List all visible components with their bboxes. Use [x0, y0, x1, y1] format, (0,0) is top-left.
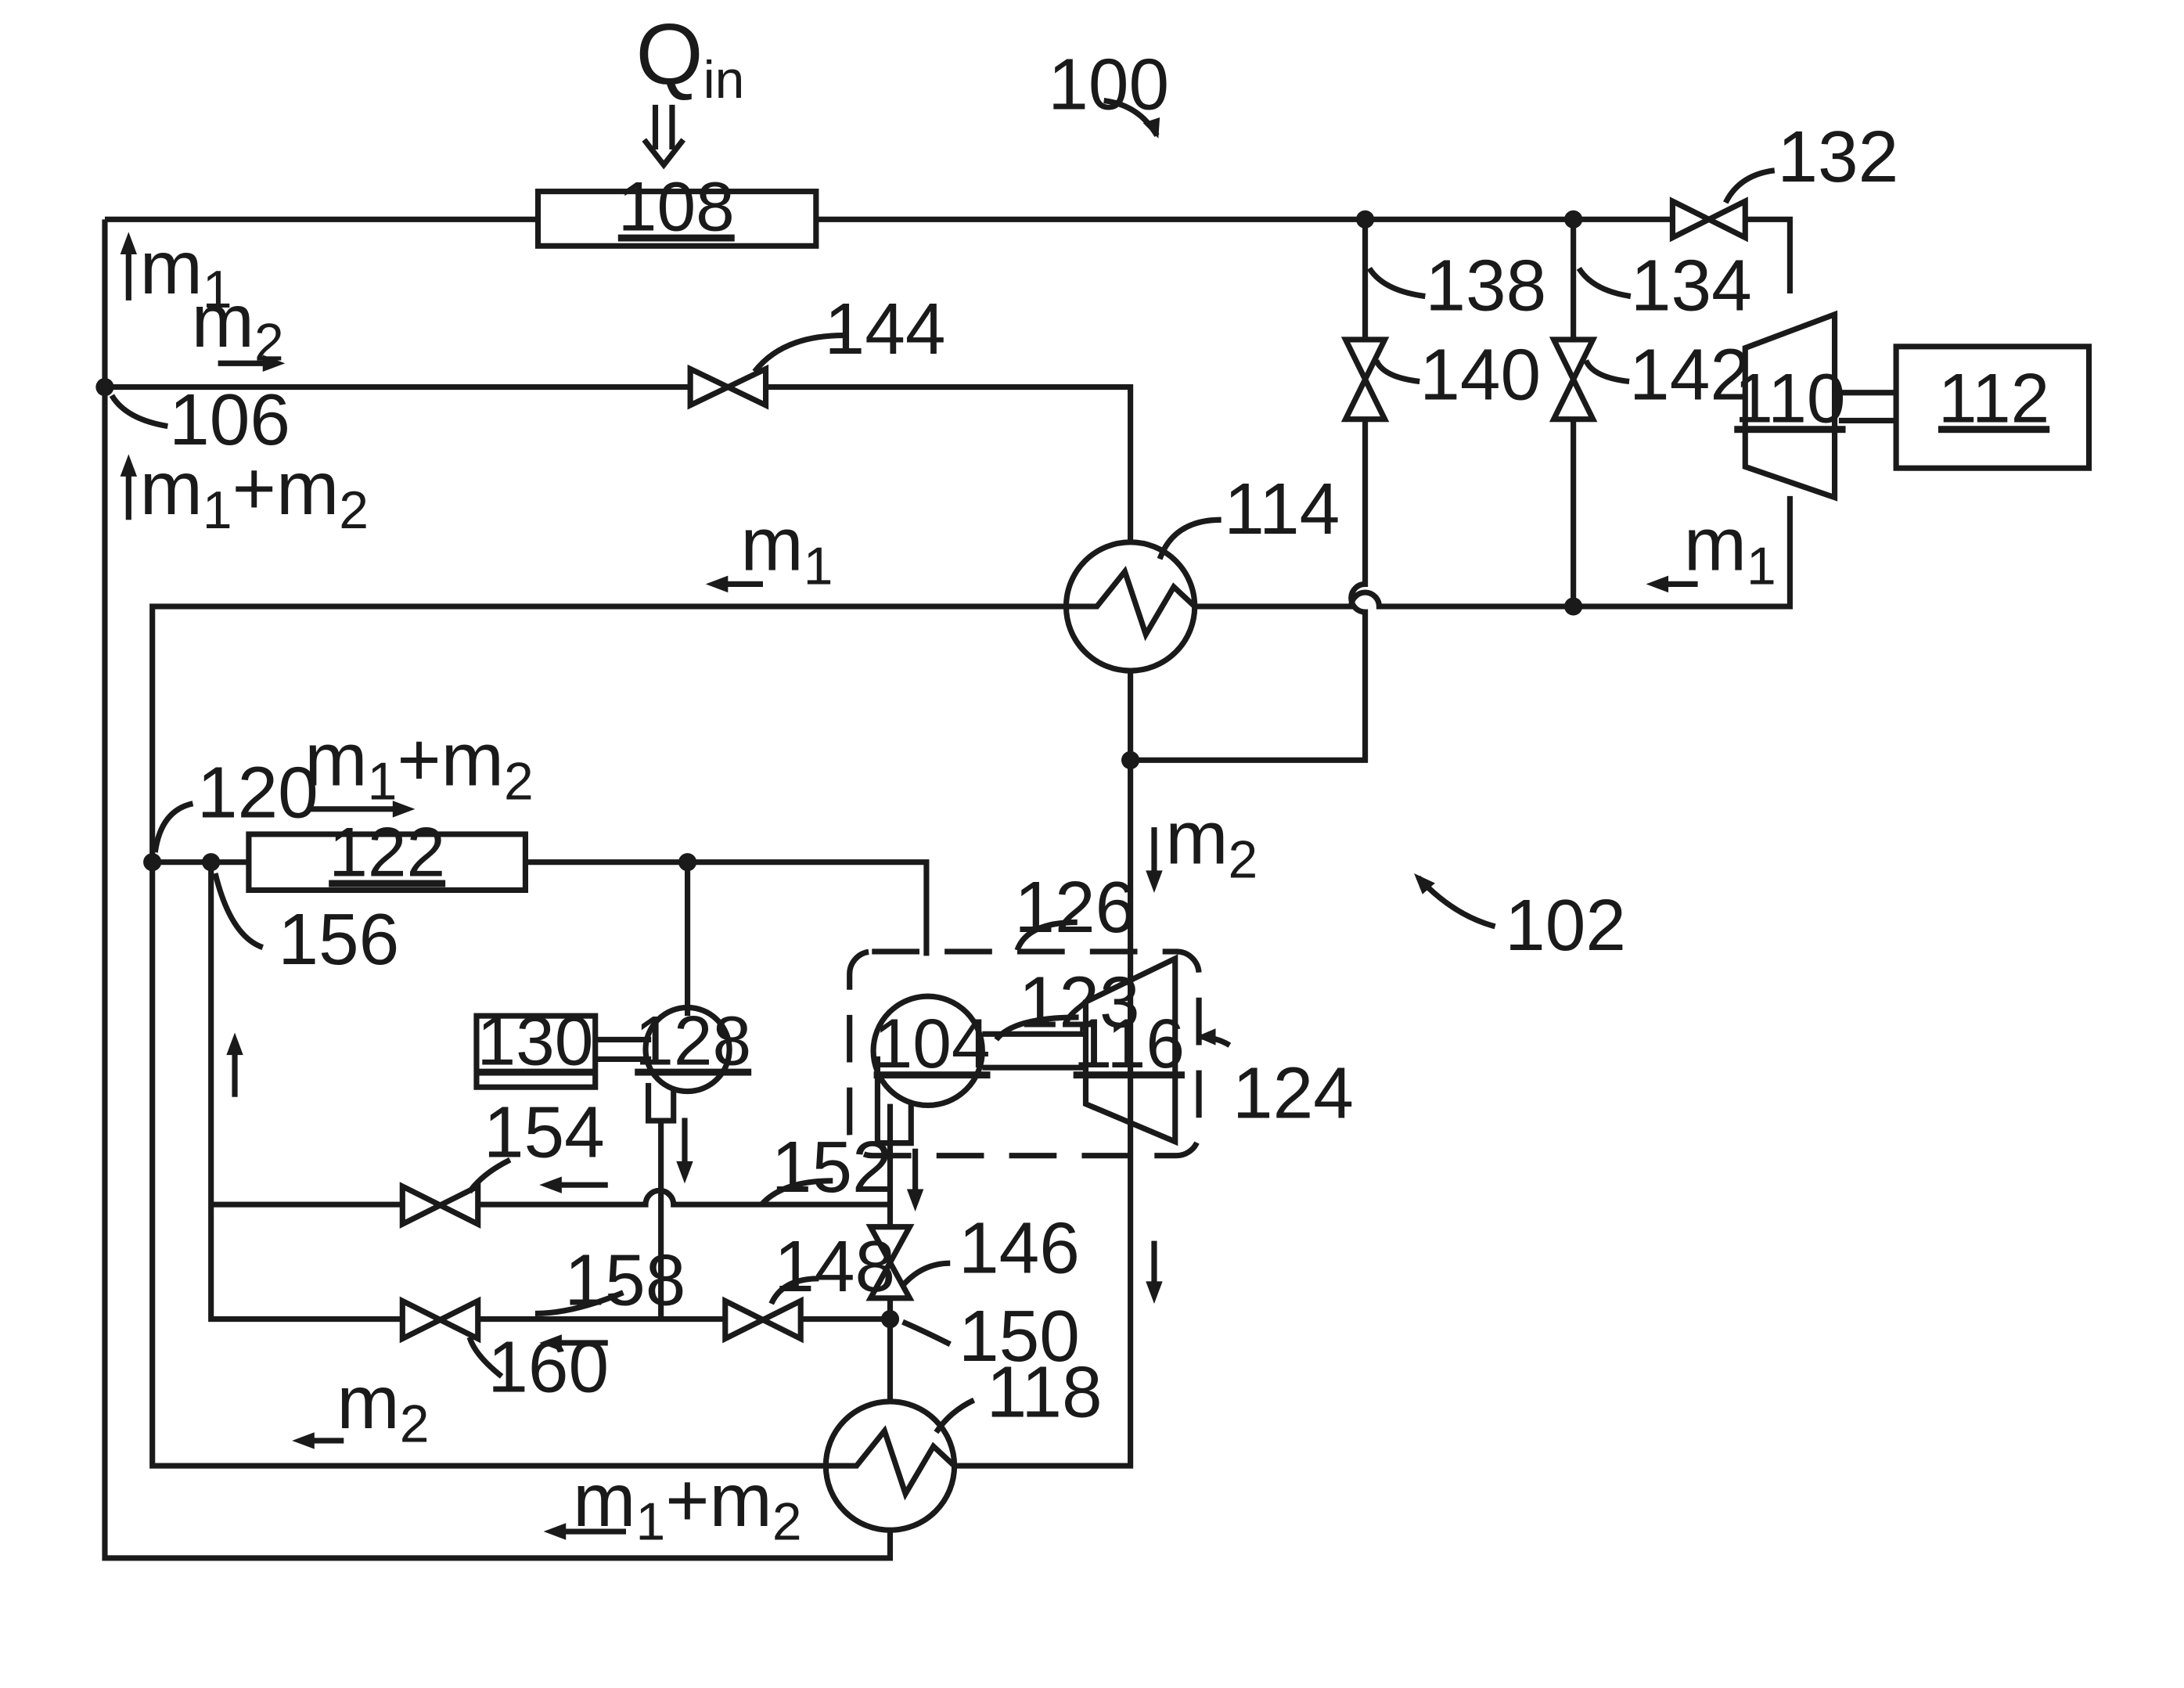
flow-label-m2-bottom: m2: [336, 1361, 429, 1454]
shaft-123-label: 123: [1019, 961, 1140, 1042]
line-134-label: 134: [1631, 244, 1752, 326]
junction-dot: [1564, 211, 1582, 229]
junction-dot: [881, 1310, 899, 1328]
subsystem-ref-label: 102: [1505, 884, 1626, 966]
junction-dot: [95, 378, 113, 396]
junction-dot: [1121, 751, 1139, 769]
heat-exchanger-114: [1066, 542, 1194, 671]
junction-dot: [1564, 597, 1582, 615]
valve-154-label: 154: [484, 1091, 605, 1172]
junction-dot: [1356, 211, 1374, 229]
valve-154: [402, 1186, 477, 1224]
junction-dot: [678, 853, 696, 871]
heat-input-label: Qin: [636, 6, 745, 110]
heat-exchanger-118: [826, 1402, 954, 1530]
node-156-label: 156: [278, 898, 399, 980]
flow-label-m2-right: m2: [1165, 796, 1258, 889]
heat-exchanger-122-label: 122: [329, 813, 445, 891]
line-152-label: 152: [772, 1126, 893, 1208]
valve-140-label: 140: [1419, 334, 1541, 416]
valve-142: [1554, 340, 1593, 419]
valve-142-label: 142: [1629, 334, 1750, 416]
junction-dot: [202, 853, 220, 871]
valve-160: [402, 1301, 477, 1338]
heat-exchanger-114-label: 114: [1224, 468, 1340, 549]
valve-132-label: 132: [1777, 116, 1898, 197]
heat-exchanger-118-label: 118: [987, 1351, 1103, 1433]
system-ref-label: 100: [1048, 43, 1169, 124]
flow-label-m1-mid: m1: [740, 503, 833, 596]
junction-dot: [143, 853, 161, 871]
node-120-label: 120: [197, 752, 318, 833]
heater-108-label: 108: [618, 167, 735, 246]
enclosure-126-label: 126: [1014, 866, 1135, 948]
line-158-label: 158: [564, 1240, 685, 1321]
assembly-124-label: 124: [1232, 1052, 1354, 1133]
flow-label-m1-m2-bottom: m1+m2: [573, 1459, 801, 1552]
turbine-110-label: 110: [1734, 358, 1845, 437]
valve-140: [1346, 340, 1385, 419]
flow-label-m1-m2-left: m1+m2: [140, 447, 369, 540]
valve-160-label: 160: [488, 1326, 609, 1407]
line-138-label: 138: [1425, 244, 1546, 326]
valve-144: [690, 369, 765, 405]
pump-104-label: 104: [874, 1004, 991, 1082]
motor-130-label: 130: [477, 1002, 593, 1080]
valve-132: [1672, 201, 1745, 237]
flow-label-m1-right: m1: [1684, 503, 1776, 596]
valve-148-label: 148: [774, 1226, 895, 1307]
load-112-label: 112: [1938, 358, 2049, 437]
pump-128-label: 128: [635, 1002, 751, 1080]
valve-144-label: 144: [825, 288, 946, 369]
valve-146-label: 146: [959, 1208, 1080, 1289]
flow-label-m2-top: m2: [192, 279, 284, 373]
flow-label-m1-m2-upper: m1+m2: [304, 718, 533, 812]
